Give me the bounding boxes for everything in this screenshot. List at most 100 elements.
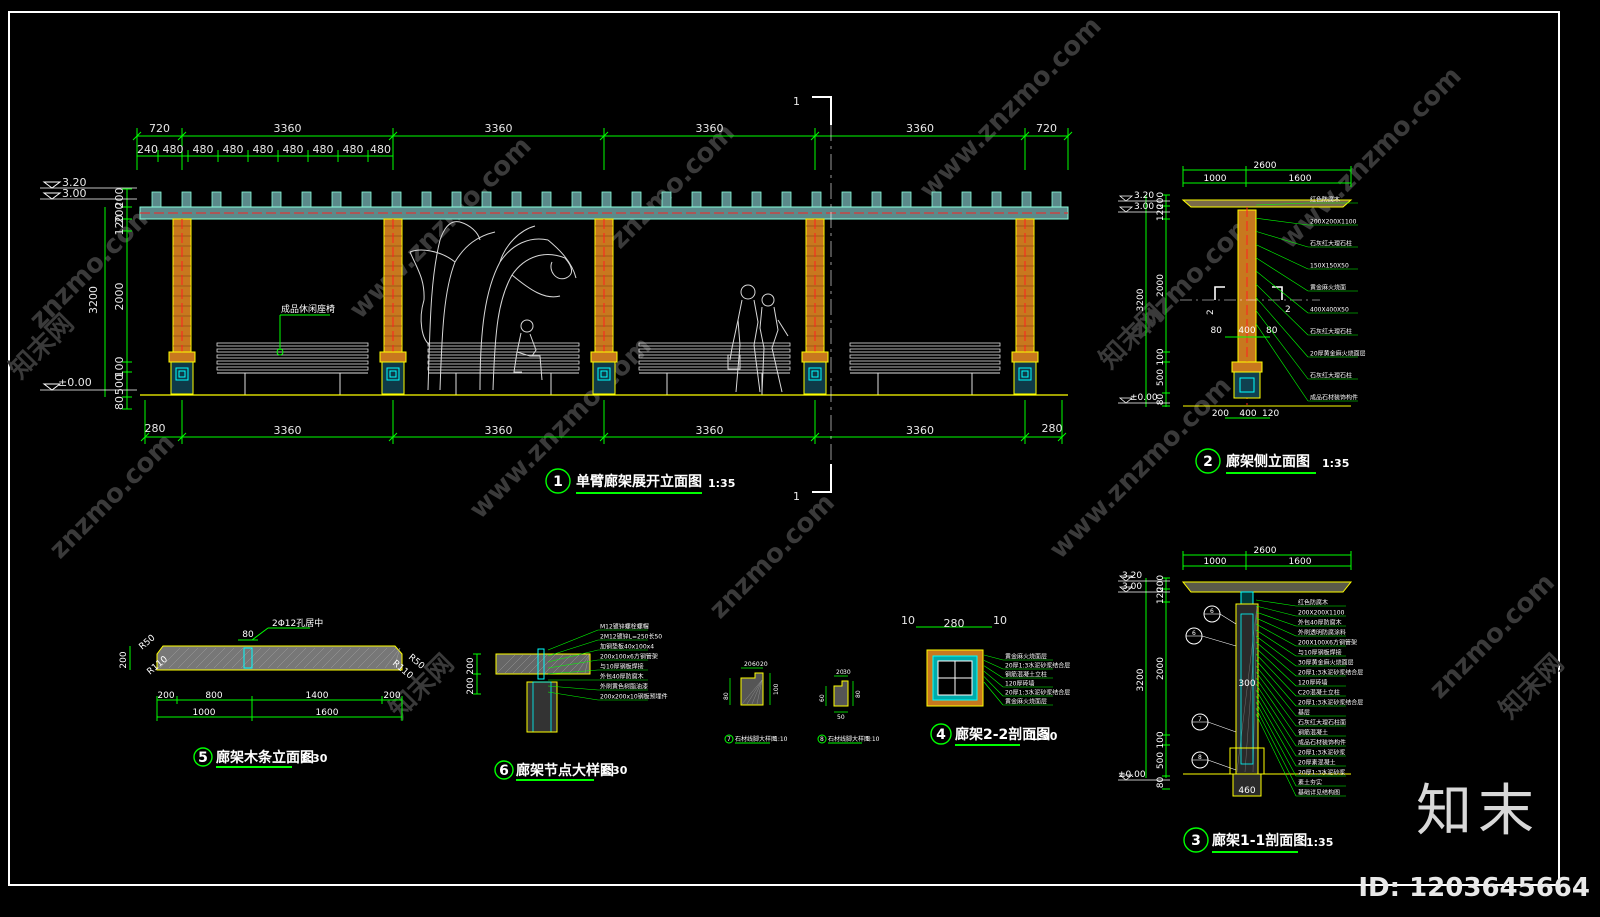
annotation-note: 钢筋混凝土立柱 <box>1005 671 1047 679</box>
bench <box>427 342 580 395</box>
d2-left-total: 3200 <box>1136 288 1146 311</box>
column <box>168 218 196 395</box>
side-dim: 100 <box>1156 731 1166 748</box>
annotation-note: 钢筋混凝土 <box>1298 729 1328 737</box>
d2-top-dim-1: 1600 <box>1289 174 1312 184</box>
d8-dim-4: 50 <box>837 714 845 721</box>
bench-callout: 成品休闲座椅 <box>281 303 335 315</box>
d4-dim-2: 10 <box>993 614 1007 627</box>
side-dim: 80 <box>1156 394 1166 406</box>
d1-top-dim: 3360 <box>696 122 724 135</box>
annotation-note: 20厚素混凝土 <box>1298 759 1336 767</box>
annotation-note: 加钢垫板40x100x4 <box>600 643 654 651</box>
purlin <box>301 191 312 208</box>
scale-1: 1:35 <box>708 477 735 490</box>
d2-bot-dim-0: 200 <box>1212 409 1229 419</box>
annotation-note: 基础详见结构图 <box>1298 789 1340 797</box>
d1-top-dim: 720 <box>1036 122 1057 135</box>
d1-sub-dim: 480 <box>313 143 334 156</box>
title-num-3: 3 <box>1191 833 1201 849</box>
annotation-note: 与10厚钢板焊接 <box>600 663 644 671</box>
level-0-00: ±0.00 <box>58 376 92 389</box>
d8-dim-0: 20 <box>836 669 844 676</box>
title-3: 廊架1-1剖面图 <box>1212 832 1307 849</box>
d1-left-dim: 120 <box>113 215 126 236</box>
d7-dim-1: 60 <box>752 661 760 668</box>
side-dim: 500 <box>1156 752 1166 769</box>
detail-marker-label: 6 <box>1192 630 1196 637</box>
annotation-note: 20厚1:3水泥砂浆 <box>1298 749 1345 757</box>
d1-top-dim: 3360 <box>906 122 934 135</box>
title-5: 廊架木条立面图 <box>216 749 314 766</box>
annotation-note: 红色防腐木 <box>1310 196 1340 204</box>
detail-marker-label: 8 <box>1198 754 1202 761</box>
level-3-20: 3.20 <box>62 176 87 189</box>
annotation-note: 石灰红大理石柱 <box>1310 240 1352 248</box>
d5-b2-0: 1000 <box>193 708 216 718</box>
d3-left-total: 3200 <box>1136 668 1146 691</box>
d1-left-dim: 80 <box>113 396 126 410</box>
d7-dim-3: 80 <box>723 692 730 700</box>
d1-left-dim: 500 <box>113 374 126 395</box>
drawing-8-stone-moulding: 20 30 60 80 50 8 石材线脚大样图 1:10 <box>817 669 880 744</box>
title-num-7: 7 <box>727 736 731 743</box>
scale-2: 1:35 <box>1322 457 1349 470</box>
d6-left-dim-0: 200 <box>466 657 476 674</box>
d1-top-dim: 3360 <box>274 122 302 135</box>
drawing-7-stone-moulding: 20 60 20 80 100 7 石材线脚大样图 1:10 <box>723 661 788 744</box>
d1-bottom-dim: 280 <box>1042 422 1063 435</box>
purlin <box>601 191 612 208</box>
purlin <box>631 191 642 208</box>
d3-mid-dim: 300 <box>1238 679 1255 689</box>
d1-sub-dim: 480 <box>193 143 214 156</box>
bench <box>849 342 1001 395</box>
purlin <box>721 191 732 208</box>
annotation-note: 与10厚钢板焊接 <box>1298 649 1342 657</box>
scale-4: 1:30 <box>1030 730 1058 743</box>
purlin <box>421 191 432 208</box>
d3-top-dim-1: 1600 <box>1289 557 1312 567</box>
annotation-note: 120厚砖墙 <box>1005 680 1034 688</box>
d1-left-dim: 200 <box>113 203 126 224</box>
d2-level-1: 3.00 <box>1134 202 1154 212</box>
title-4: 廊架2-2剖面图 <box>955 726 1050 743</box>
title-2: 廊架侧立面图 <box>1226 453 1310 470</box>
level-3-00: 3.00 <box>62 187 87 200</box>
d5-left-dim: 200 <box>119 651 129 668</box>
annotation-note: 外包40厚防腐木 <box>600 673 644 681</box>
purlin <box>511 191 522 208</box>
purlin <box>1051 191 1062 208</box>
d3-top-dim-0: 1000 <box>1204 557 1227 567</box>
level-marks-1: 3.20 3.00 ±0.00 <box>40 176 137 391</box>
title-7: 石材线脚大样图 <box>735 735 777 743</box>
d2-section-right: 2 <box>1285 305 1291 315</box>
annotation-note: 200X200X1100 <box>1298 610 1345 617</box>
d1-top-dim: 3360 <box>485 122 513 135</box>
purlin <box>811 191 822 208</box>
annotation-note: 素土夯实 <box>1298 779 1322 787</box>
title-8: 石材线脚大样图 <box>828 735 870 743</box>
annotation-note: 20厚1:3水泥砂浆结合层 <box>1005 662 1070 670</box>
purlin <box>331 191 342 208</box>
d3-level-1: 3.00 <box>1122 582 1142 592</box>
annotation-note: 外刷黄色树脂油漆 <box>600 683 648 691</box>
purlin <box>241 191 252 208</box>
d1-sub-dim: 480 <box>223 143 244 156</box>
purlin <box>751 191 762 208</box>
title-num-1: 1 <box>553 474 563 490</box>
d1-left-dim: 100 <box>113 357 126 378</box>
annotation-note: 成品石材装饰构件 <box>1310 394 1358 402</box>
d4-dim-1: 280 <box>944 617 965 630</box>
annotation-note: 石灰红大理石柱面 <box>1298 719 1346 727</box>
side-dim: 2000 <box>1156 657 1166 680</box>
d8-dim-3: 80 <box>855 690 862 698</box>
d1-bottom-dim: 3360 <box>906 424 934 437</box>
d2-level-2: ±0.00 <box>1130 393 1158 403</box>
side-dim: 500 <box>1156 369 1166 386</box>
d8-dim-2: 60 <box>819 694 826 702</box>
purlin <box>841 191 852 208</box>
purlin <box>541 191 552 208</box>
annotation-note: 200x200x10钢板预埋件 <box>600 693 668 701</box>
d7-dim-2: 20 <box>760 661 768 668</box>
